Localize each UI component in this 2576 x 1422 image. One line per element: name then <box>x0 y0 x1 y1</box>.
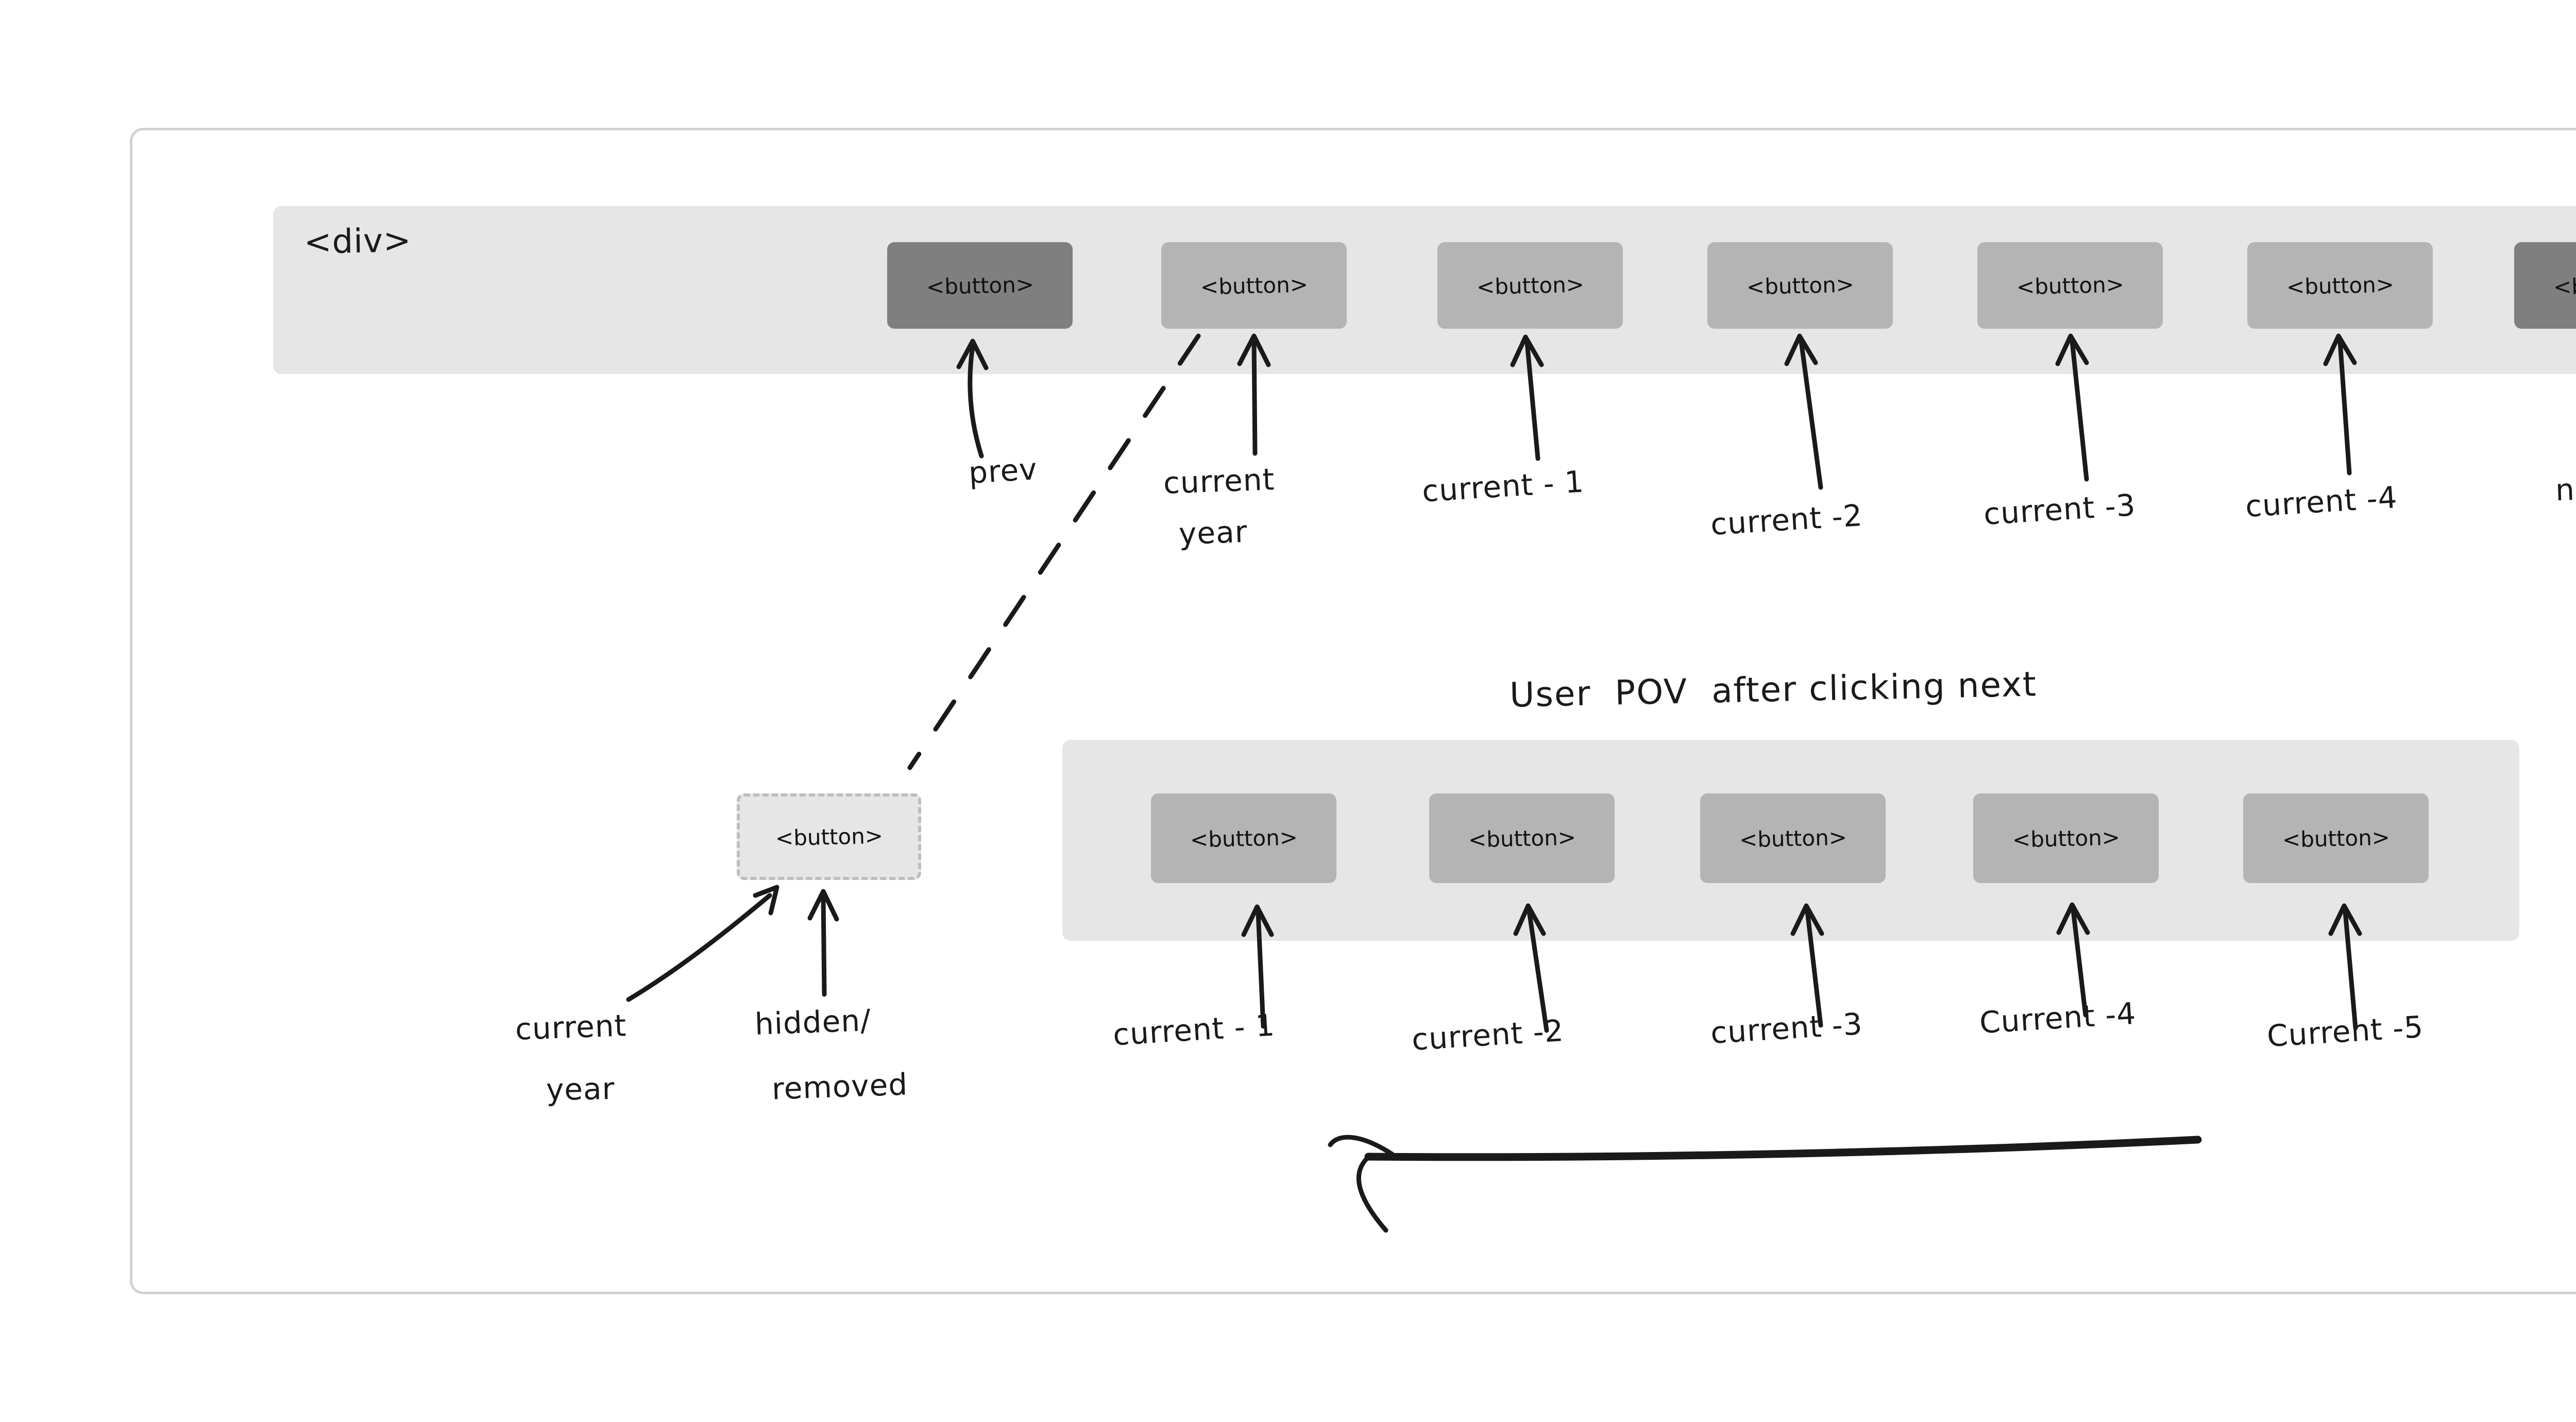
top-button-current-1[interactable]: <button> <box>1437 242 1623 329</box>
bottom-button-current-3[interactable]: <button> <box>1700 793 1886 883</box>
annotation-left-hidden-line2: removed <box>771 1066 909 1107</box>
annotation-current-year-line2: year <box>1178 514 1248 552</box>
bottom-button-current-5[interactable]: <button> <box>2243 793 2429 883</box>
top-button-current-year-caption: <button> <box>1199 271 1309 300</box>
annotation-current-year-line1: current <box>1162 462 1276 501</box>
top-button-current-3[interactable]: <button> <box>1977 242 2163 329</box>
annotation-bottom-current-year-line2: year <box>546 1071 615 1108</box>
top-button-current-3-caption: <button> <box>2015 271 2125 300</box>
bottom-button-current-3-caption: <button> <box>1738 824 1848 853</box>
top-button-current-2-caption: <button> <box>1745 271 1855 300</box>
top-button-current-year[interactable]: <button> <box>1161 242 1347 329</box>
bottom-button-current-1[interactable]: <button> <box>1151 793 1336 883</box>
top-button-current-4[interactable]: <button> <box>2247 242 2433 329</box>
ghost-button-current-year-caption: <button> <box>774 822 884 851</box>
annotation-next: next <box>2554 470 2576 508</box>
top-div-container <box>273 206 2576 374</box>
top-button-current-2[interactable]: <button> <box>1707 242 1893 329</box>
annotation-prev: prev <box>968 451 1039 491</box>
top-button-next[interactable]: <button> <box>2514 242 2576 329</box>
annotation-bottom-current-year-line1: current <box>514 1008 628 1047</box>
bottom-button-current-2-caption: <button> <box>1467 824 1577 853</box>
div-container-label: <div> <box>303 222 412 262</box>
top-button-prev[interactable]: <button> <box>887 242 1073 329</box>
ghost-button-current-year[interactable]: <button> <box>737 793 921 880</box>
bottom-button-current-4[interactable]: <button> <box>1973 793 2159 883</box>
top-button-current-4-caption: <button> <box>2285 271 2395 300</box>
bottom-button-current-4-caption: <button> <box>2011 824 2121 853</box>
top-button-prev-caption: <button> <box>925 271 1035 300</box>
top-button-current-1-caption: <button> <box>1476 271 1585 300</box>
bottom-button-current-5-caption: <button> <box>2281 824 2391 853</box>
bottom-button-current-2[interactable]: <button> <box>1429 793 1615 883</box>
top-button-next-caption: <button> <box>2552 271 2576 300</box>
bottom-button-current-1-caption: <button> <box>1189 824 1298 853</box>
annotation-left-hidden-line1: hidden/ <box>754 1003 872 1042</box>
